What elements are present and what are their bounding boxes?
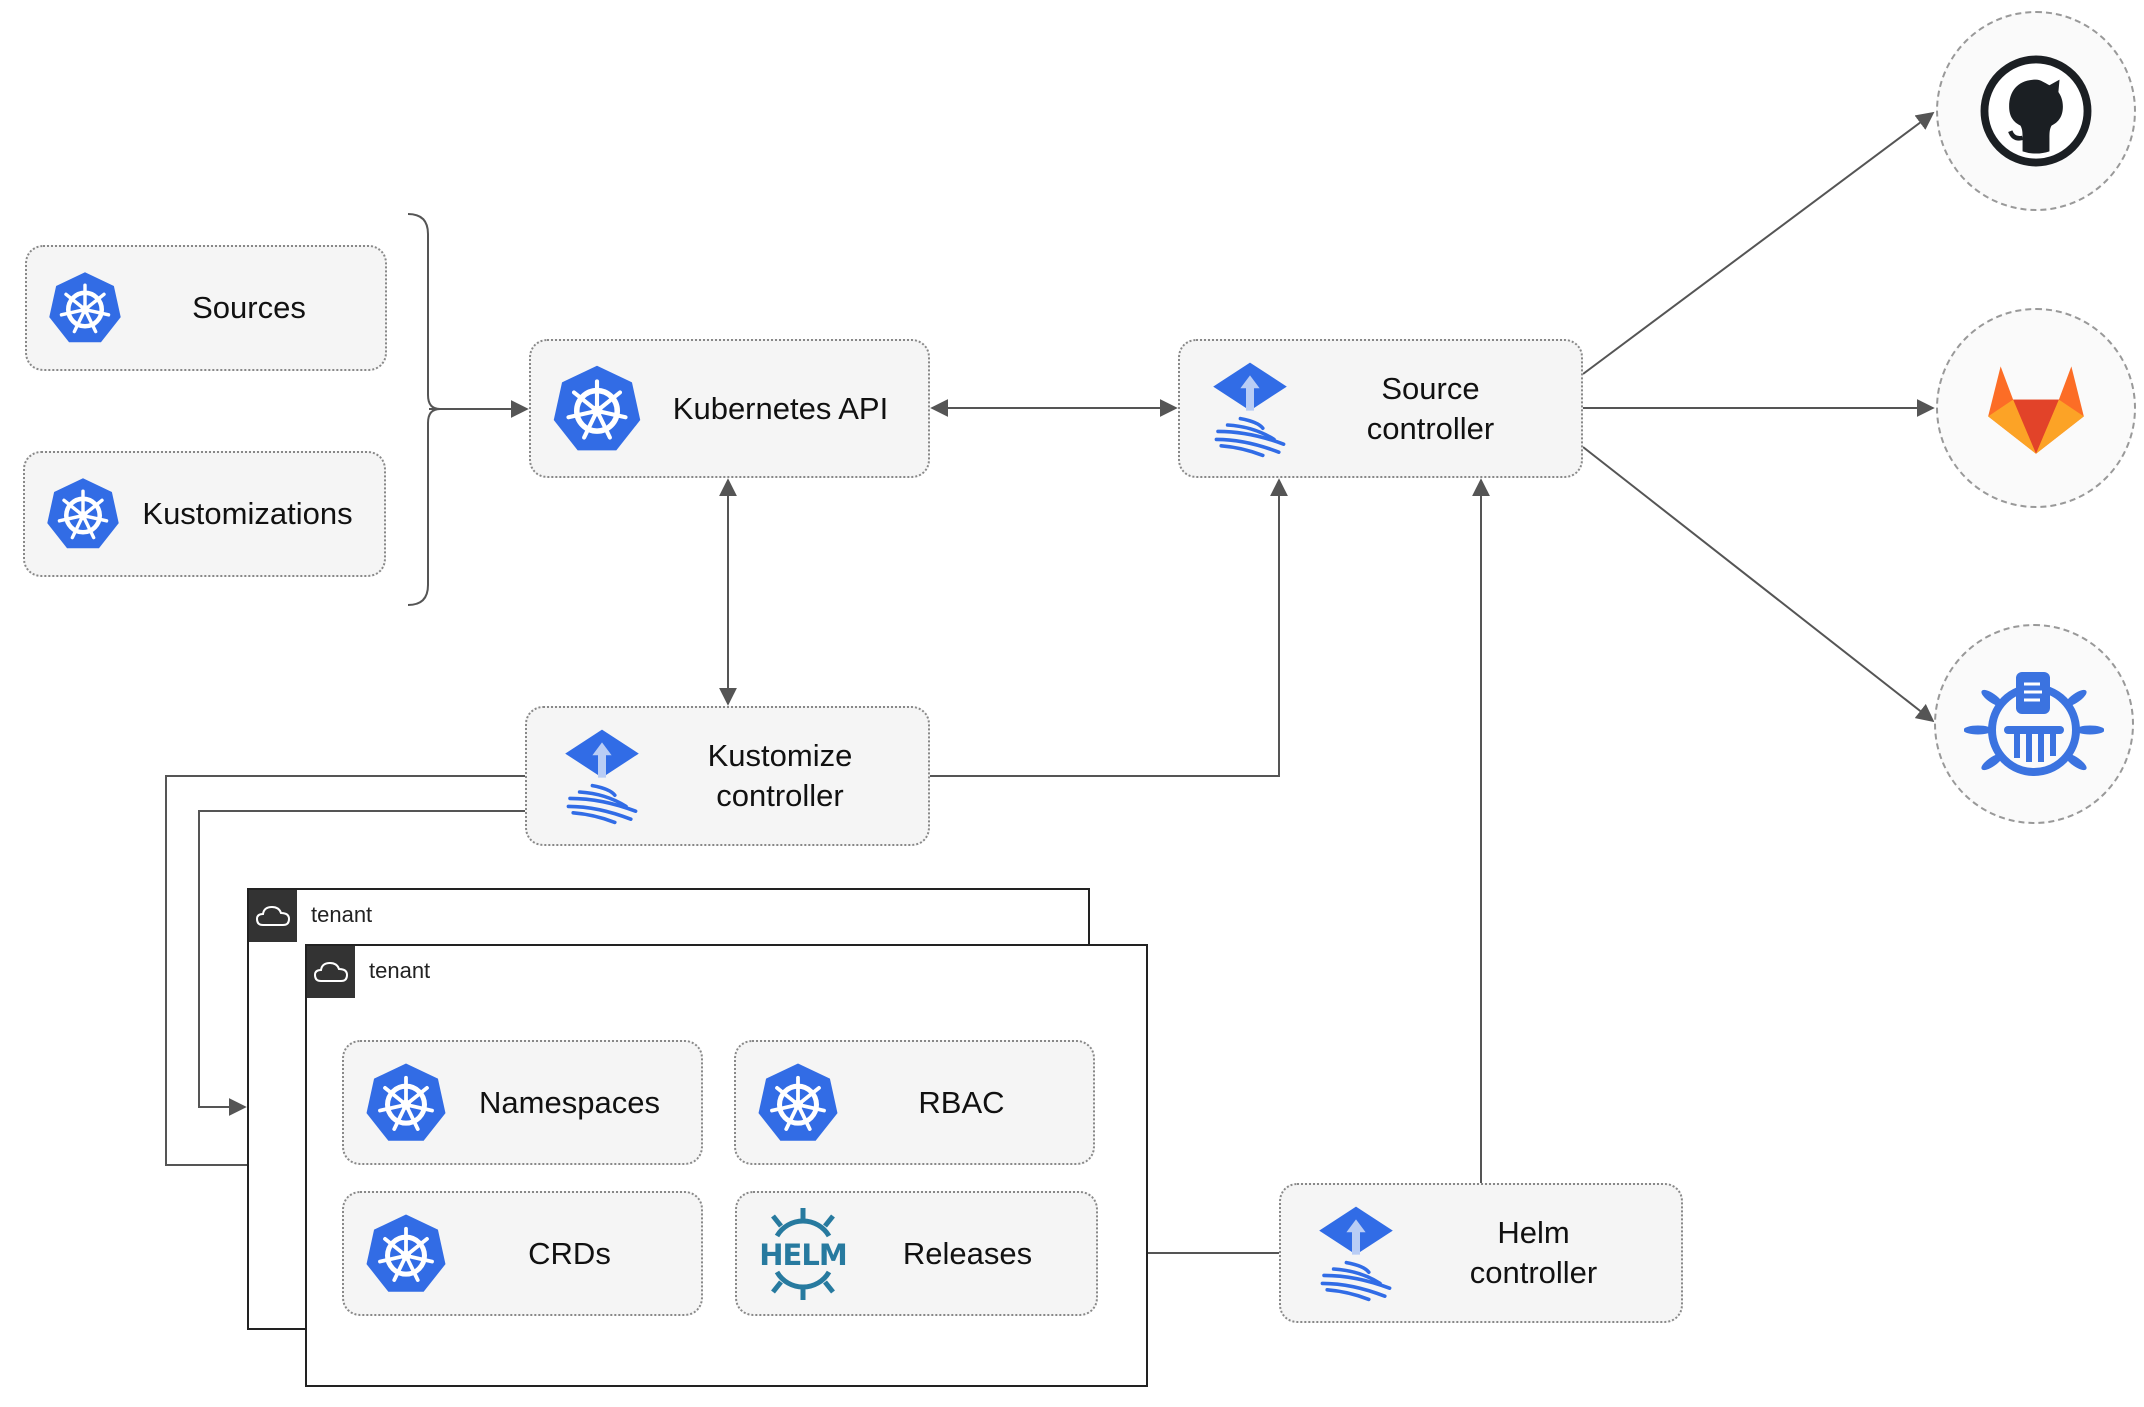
kustomize-controller-box[interactable]: Kustomize controller [525, 706, 930, 846]
releases-label: Releases [902, 1235, 1033, 1271]
cloud-icon [307, 946, 355, 998]
helm-logo-text: HELM [759, 1237, 847, 1272]
kubernetes-icon [47, 270, 123, 346]
source-controller-label: Source controller [1290, 369, 1581, 449]
label-line: controller [1469, 1255, 1598, 1290]
kubernetes-icon [45, 476, 121, 552]
flux-icon [562, 720, 642, 832]
kubernetes-icon [364, 1212, 448, 1296]
rbac-label: RBAC [918, 1084, 1005, 1120]
tenant-label: tenant [311, 902, 373, 927]
rbac-box[interactable]: RBAC [734, 1040, 1095, 1165]
crds-label: CRDs [528, 1235, 611, 1271]
kustomize-to-tenant-front-arrow [165, 775, 525, 1174]
sources-label: Sources [192, 290, 306, 325]
kubernetes-icon [364, 1061, 448, 1145]
source-controller-box[interactable]: Source controller [1178, 339, 1583, 478]
helm-repository-source[interactable] [1934, 624, 2134, 824]
label-line: controller [1366, 410, 1495, 446]
kustomize-to-source-arrow [930, 478, 1288, 777]
crds-box[interactable]: CRDs [342, 1191, 703, 1316]
label-line: Kustomize [707, 738, 853, 773]
kubernetes-icon [756, 1061, 840, 1145]
kustomize-to-tenant-back-arrow [198, 810, 525, 1116]
gitlab-source[interactable] [1936, 308, 2136, 508]
kustomize-controller-label: Kustomize controller [642, 736, 928, 816]
helm-controller-box[interactable]: Helm controller [1279, 1183, 1683, 1323]
releases-box[interactable]: HELM Releases [735, 1191, 1098, 1316]
tenant-label: tenant [369, 958, 431, 983]
kubernetes-icon [551, 363, 643, 455]
namespaces-label: Namespaces [479, 1084, 660, 1120]
helm-controller-label: Helm controller [1396, 1213, 1681, 1293]
kubernetes-api-label: Kubernetes API [672, 390, 889, 426]
kustomizations-label: Kustomizations [142, 496, 353, 531]
helm-repository-icon [1964, 672, 2104, 776]
helm-icon: HELM [757, 1207, 849, 1300]
tenant-front: tenant [305, 944, 1148, 1387]
flux-icon [1210, 353, 1290, 465]
gitlab-icon [1988, 366, 2084, 454]
source-to-helmrepo-arrow [1582, 446, 1935, 723]
source-to-github-arrow [1582, 111, 1935, 375]
kustomizations-box[interactable]: Kustomizations [23, 451, 386, 577]
label-line: Helm [1497, 1215, 1570, 1250]
namespaces-box[interactable]: Namespaces [342, 1040, 703, 1165]
github-icon [1980, 55, 2092, 167]
label-line: controller [716, 778, 844, 813]
label-line: Source [1381, 370, 1480, 406]
github-source[interactable] [1936, 11, 2136, 211]
kubernetes-api-box[interactable]: Kubernetes API [529, 339, 930, 478]
sources-box[interactable]: Sources [25, 245, 387, 371]
cloud-icon [249, 890, 297, 942]
flux-icon [1316, 1197, 1396, 1309]
